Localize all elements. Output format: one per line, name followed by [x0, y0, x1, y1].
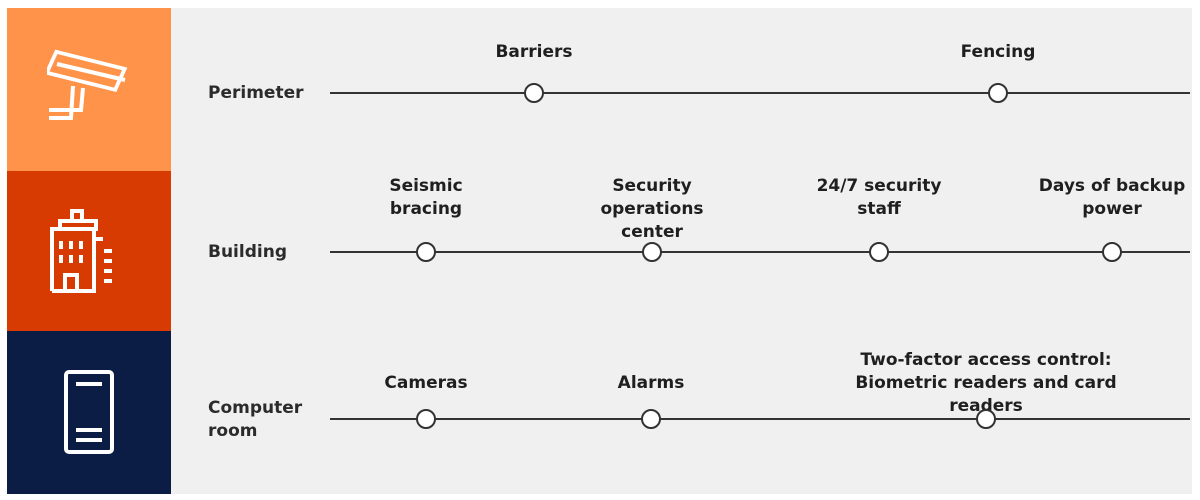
item-node [976, 409, 996, 429]
item-node [641, 409, 661, 429]
item-node [416, 242, 436, 262]
item-label: 24/7 security staff [816, 176, 942, 219]
item-node [1102, 242, 1122, 262]
building-timeline [330, 251, 1190, 253]
item-node [416, 409, 436, 429]
office-building-icon [50, 209, 112, 293]
row-label-perimeter: Perimeter [208, 83, 304, 103]
item-label: Barriers [495, 42, 573, 62]
item-node [869, 242, 889, 262]
item-label: Security operations center [600, 176, 704, 242]
item-node [642, 242, 662, 262]
server-icon [64, 369, 114, 454]
computer-room-timeline [330, 418, 1190, 420]
item-label: Days of backup power [1038, 176, 1186, 219]
perimeter-timeline [330, 92, 1190, 94]
item-label: Fencing [960, 42, 1036, 62]
item-node [988, 83, 1008, 103]
item-node [524, 83, 544, 103]
computer-room-band [7, 331, 171, 494]
row-label-building: Building [208, 242, 287, 262]
perimeter-band [7, 8, 171, 171]
item-label: Cameras [384, 373, 468, 393]
item-label: Seismic bracing [389, 176, 463, 219]
building-band [7, 171, 171, 331]
security-camera-icon [47, 49, 128, 120]
row-label-computer-room: Computer room [208, 398, 303, 441]
item-label: Alarms [617, 373, 685, 393]
item-label: Two-factor access control: Biometric rea… [855, 350, 1117, 416]
